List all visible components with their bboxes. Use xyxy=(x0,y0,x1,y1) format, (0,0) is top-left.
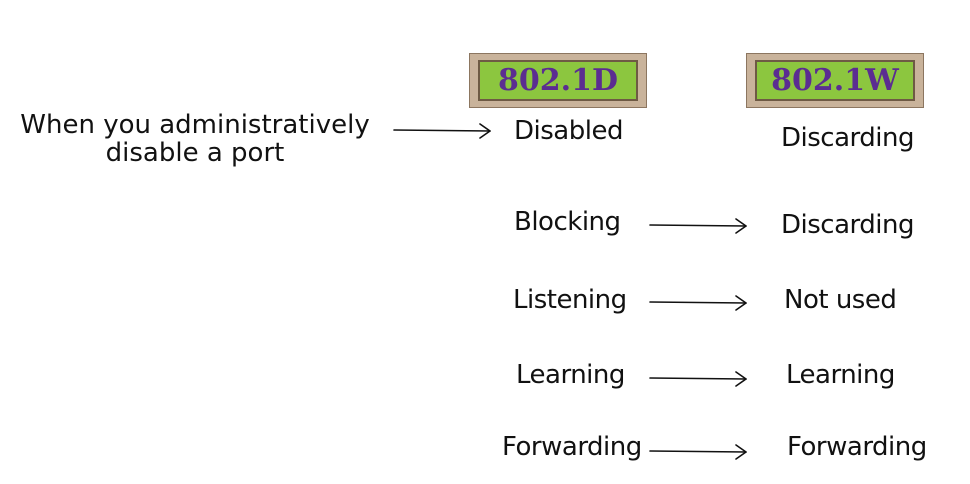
state-8021d-listening: Listening xyxy=(513,285,627,315)
header-label-8021d: 802.1D xyxy=(478,60,638,101)
note-line-1: When you administratively xyxy=(20,110,370,140)
header-badge-8021w: 802.1W xyxy=(746,53,924,108)
state-8021w-forwarding: Forwarding xyxy=(787,432,927,462)
arrow-forwarding xyxy=(649,444,747,460)
header-badge-8021d: 802.1D xyxy=(469,53,647,108)
header-label-8021w: 802.1W xyxy=(755,60,915,101)
arrow-note-to-disabled xyxy=(393,123,491,139)
arrow-blocking xyxy=(649,218,747,234)
disable-port-note: When you administratively disable a port xyxy=(20,111,370,167)
note-line-2: disable a port xyxy=(105,138,285,168)
state-8021d-disabled: Disabled xyxy=(514,116,623,146)
state-8021w-learning: Learning xyxy=(786,360,895,390)
state-8021d-forwarding: Forwarding xyxy=(502,432,642,462)
state-8021d-learning: Learning xyxy=(516,360,625,390)
state-8021w-discarding-blocking: Discarding xyxy=(781,210,914,240)
state-8021w-discarding-disabled: Discarding xyxy=(781,123,914,153)
state-8021d-blocking: Blocking xyxy=(514,207,621,237)
arrow-listening xyxy=(649,295,747,311)
arrow-learning xyxy=(649,371,747,387)
state-8021w-not-used: Not used xyxy=(784,285,897,315)
